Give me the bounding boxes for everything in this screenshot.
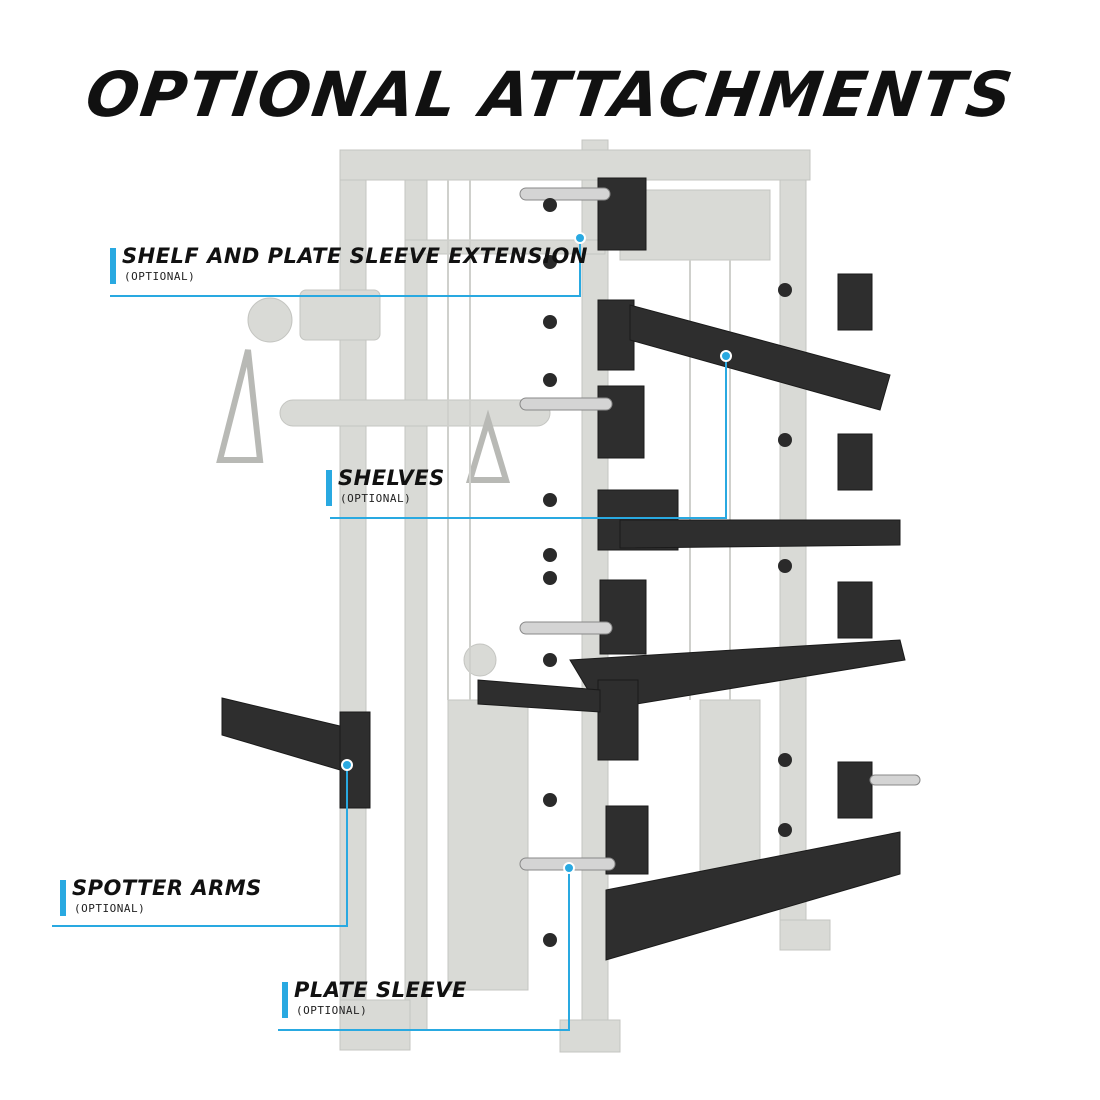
callout-dots [341,232,732,874]
callout-label: SPOTTER ARMS [72,876,262,900]
callout-label: PLATE SLEEVE [294,978,467,1002]
callout-sublabel: (OPTIONAL) [296,1004,368,1017]
accent-bar [326,470,332,506]
pin-knobs [543,198,792,947]
attachments [221,177,921,961]
callout-label: SHELVES [338,466,445,490]
callout-sublabel: (OPTIONAL) [124,270,196,283]
callout-leaders [52,238,727,1031]
callout-label: SHELF AND PLATE SLEEVE EXTENSION [122,244,588,268]
callout-sublabel: (OPTIONAL) [340,492,412,505]
power-rack-background [216,139,831,1053]
callout-sublabel: (OPTIONAL) [74,902,146,915]
accent-bar [60,880,66,916]
accent-bar [282,982,288,1018]
page-title: OPTIONAL ATTACHMENTS [81,58,1019,131]
accent-bar [110,248,116,284]
